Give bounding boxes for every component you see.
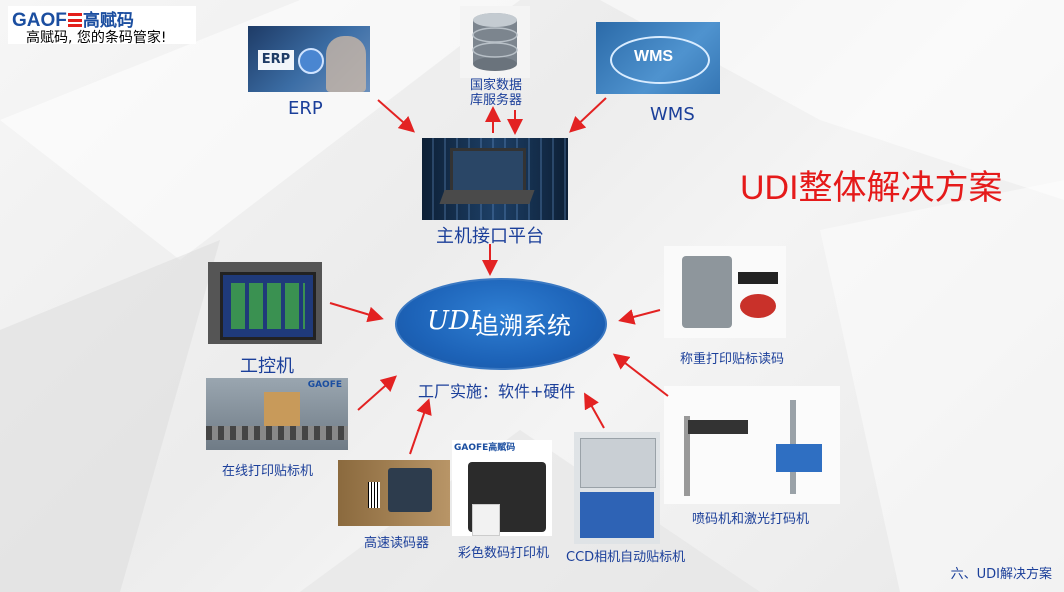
industrial-pc-label: 工控机 — [240, 356, 294, 377]
weigh-scale-display — [738, 272, 778, 284]
database-server-image — [460, 6, 530, 78]
laptop-screen — [450, 148, 526, 194]
inline-brand: GAOFE — [307, 380, 342, 390]
host-platform-image — [422, 138, 568, 220]
industrial-pc-image — [208, 262, 322, 344]
barcode-reader-label: 高速读码器 — [364, 536, 430, 551]
wms-badge: WMS — [634, 48, 674, 65]
wms-label: WMS — [650, 104, 695, 125]
database-icon — [472, 13, 518, 71]
host-platform-label: 主机接口平台 — [436, 226, 544, 247]
barcode-reader-image — [338, 460, 450, 526]
wms-ring — [610, 36, 710, 84]
inkjet-head — [688, 420, 748, 434]
logo-slogan: 高赋码, 您的条码管家! — [26, 30, 167, 46]
ccd-labeler-label: CCD相机自动贴标机 — [566, 550, 686, 565]
weigh-machine-body — [682, 256, 732, 328]
erp-label: ERP — [288, 98, 323, 119]
weigh-apples — [740, 294, 776, 318]
wms-image: WMS — [596, 22, 720, 94]
conveyor-box — [264, 392, 300, 426]
inline-labeler-label: 在线打印贴标机 — [222, 464, 314, 479]
ipc-screen — [220, 272, 316, 340]
color-printer-image: GAOFE高赋码 — [452, 440, 552, 536]
inkjet-laser-image — [664, 386, 840, 504]
logo-cn: 高赋码 — [82, 11, 134, 30]
laser-unit — [776, 444, 822, 472]
database-label-line2: 库服务器 — [470, 93, 523, 108]
reader-barcode — [368, 482, 380, 508]
ccd-labeler-image — [574, 432, 660, 544]
inkjet-laser-label: 喷码机和激光打码机 — [692, 512, 810, 527]
reader-device — [388, 468, 432, 512]
laptop-base — [439, 190, 535, 204]
printer-label-roll — [472, 504, 500, 536]
color-printer-brand: GAOFE高赋码 — [454, 443, 516, 453]
inkjet-stand — [684, 416, 690, 496]
logo-e-icon — [67, 13, 82, 27]
conveyor-belt — [206, 426, 348, 440]
database-label-line1: 国家数据 — [470, 78, 523, 93]
logo-latin: GAOF — [12, 10, 67, 31]
logo-wordmark: GAOF 高赋码 — [12, 6, 134, 32]
erp-hand-shape — [326, 36, 366, 92]
udi-mark: UDI — [427, 306, 481, 336]
brand-logo: GAOF 高赋码 高赋码, 您的条码管家! — [8, 6, 196, 46]
traceability-system-label: 追溯系统 — [475, 312, 571, 340]
weighing-label: 称重打印贴标读码 — [680, 352, 785, 367]
color-printer-label: 彩色数码打印机 — [458, 546, 550, 561]
database-label: 国家数据 库服务器 — [470, 78, 522, 108]
erp-circle-icon — [298, 48, 324, 74]
slide-title: UDI整体解决方案 — [740, 169, 1003, 207]
factory-label: 工厂实施：软件+硬件 — [418, 382, 576, 401]
erp-badge: ERP — [258, 50, 294, 70]
ccd-cabinet-top — [580, 438, 656, 488]
weighing-printer-image — [664, 246, 786, 338]
traceability-system-node: UDI 追溯系统 — [395, 278, 607, 370]
footer-section: 六、UDI解决方案 — [950, 567, 1052, 582]
ccd-cabinet-bottom — [580, 492, 654, 538]
inline-labeler-image: GAOFE — [206, 378, 348, 450]
erp-image: ERP — [248, 26, 370, 92]
